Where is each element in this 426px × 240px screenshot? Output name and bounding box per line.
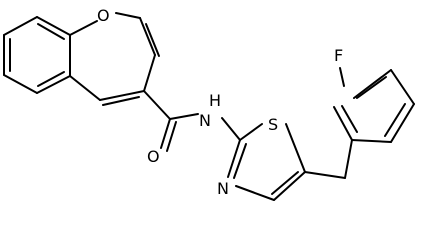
benzo-ring bbox=[3, 16, 71, 94]
thiazole-ring bbox=[227, 123, 306, 201]
oxygen-ring-label: O bbox=[97, 6, 110, 25]
oxepine-ring bbox=[69, 12, 160, 106]
molecule-figure: O O N H S N F bbox=[3, 6, 415, 201]
fluorophenyl-ring bbox=[333, 67, 415, 143]
nitrogen-thiazole-label: N bbox=[217, 179, 229, 198]
oxygen-carbonyl-label: O bbox=[147, 147, 160, 166]
sulfur-label: S bbox=[268, 115, 278, 134]
fluorine-label: F bbox=[334, 46, 343, 65]
molecule-structure: O O N H S N F bbox=[3, 6, 415, 201]
nitrogen-amide-label: N bbox=[199, 111, 211, 130]
amide-group bbox=[143, 90, 241, 152]
hydrogen-amide-label: H bbox=[209, 91, 221, 110]
methylene-linker bbox=[304, 139, 353, 179]
